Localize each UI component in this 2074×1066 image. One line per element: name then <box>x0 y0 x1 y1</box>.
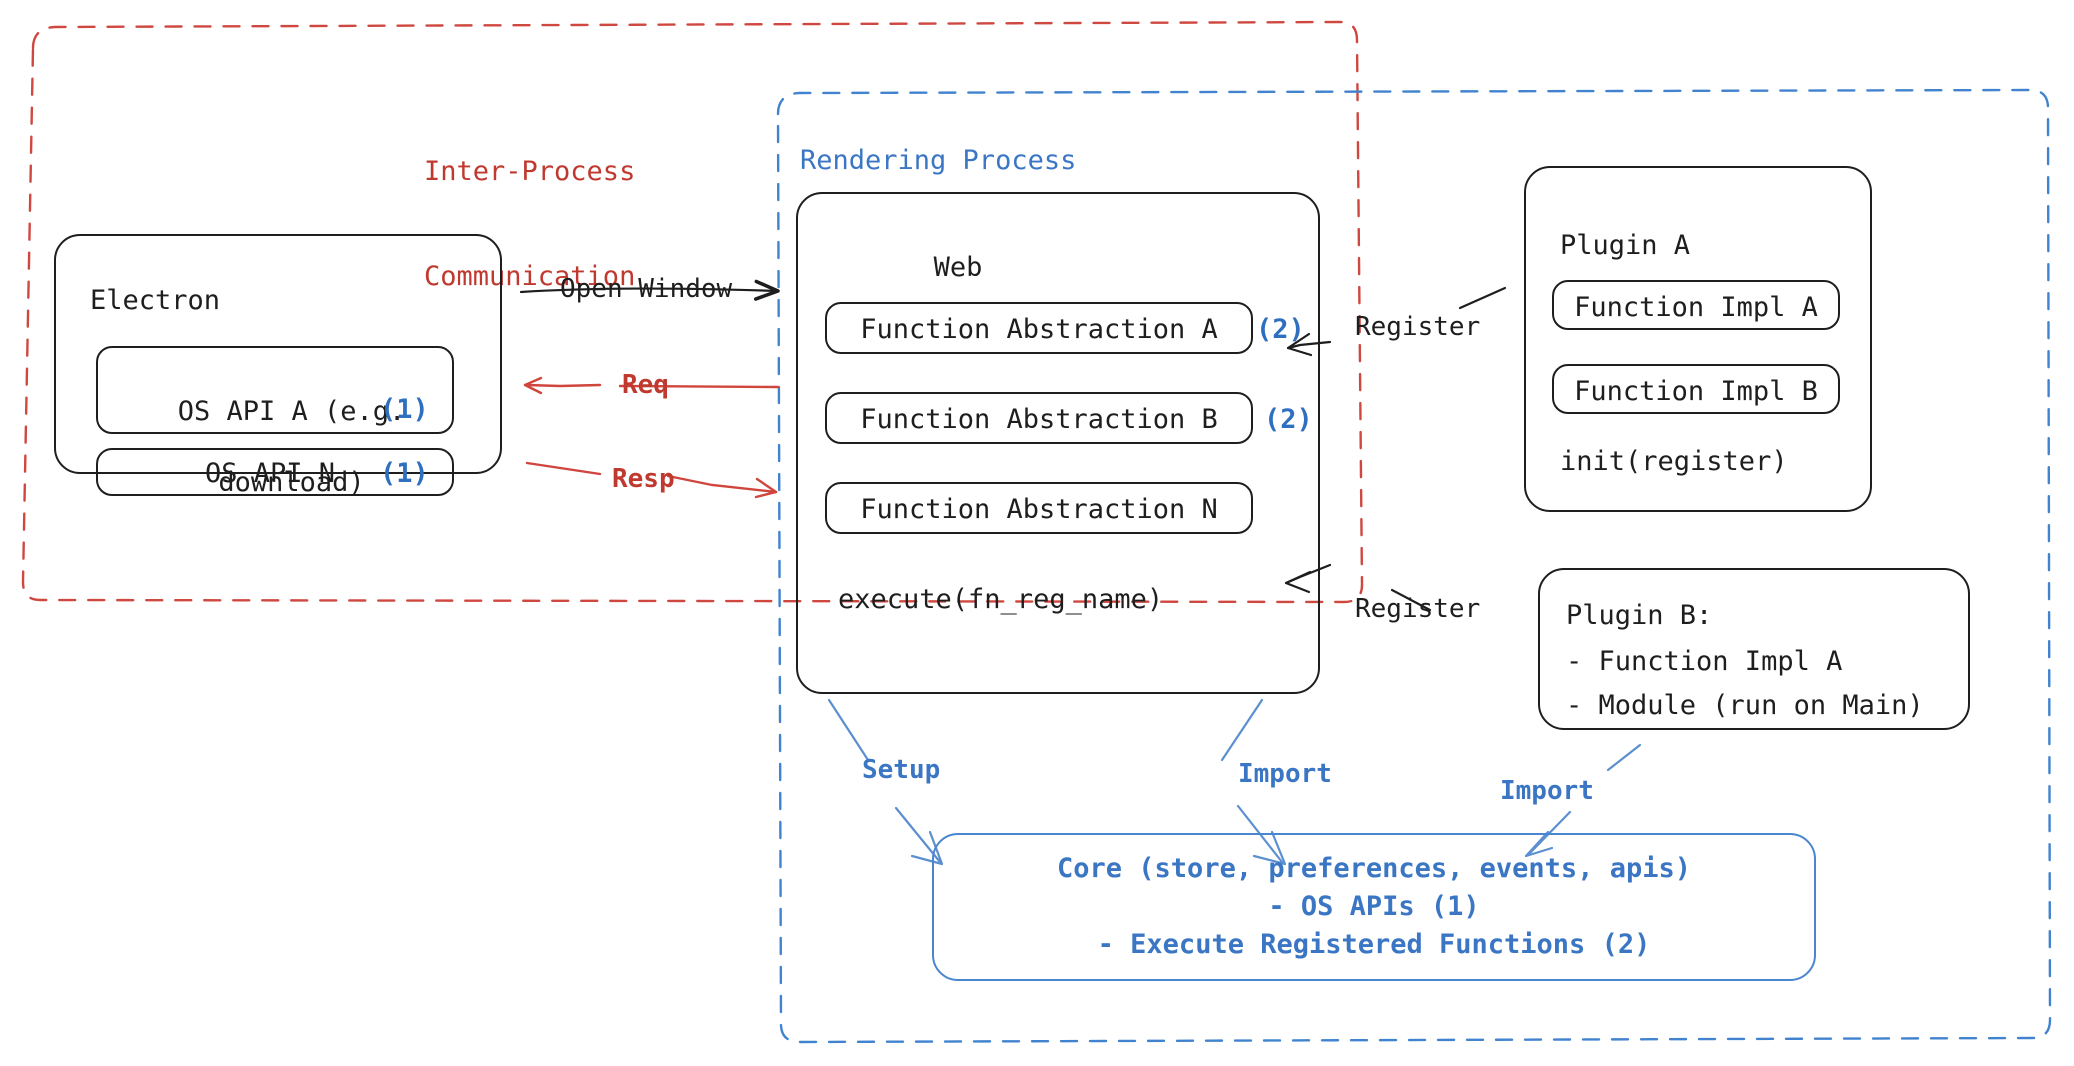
group-label-ipc-line2: Communication <box>424 261 636 293</box>
core-line-1: Core (store, preferences, events, apis) <box>1057 852 1691 884</box>
function-abstraction-a-marker: (2) <box>1256 314 1305 345</box>
web-title: Web <box>933 252 983 283</box>
function-impl-a-label: Function Impl A <box>1574 292 1818 323</box>
core-line-3: - Execute Registered Functions (2) <box>1097 929 1651 961</box>
edge-label-setup: Setup <box>862 755 941 785</box>
core-node[interactable]: Core (store, preferences, events, apis) … <box>932 833 1816 981</box>
function-abstraction-b-node[interactable] <box>825 392 1253 444</box>
os-api-a-node[interactable] <box>96 346 454 434</box>
edge-label-req: Req <box>622 370 669 400</box>
function-abstraction-n-node[interactable] <box>825 482 1253 534</box>
electron-title: Electron <box>90 285 221 316</box>
electron-node[interactable] <box>54 234 502 474</box>
plugin-b-title: Plugin B: <box>1566 600 1713 631</box>
plugin-b-item-0: - Function Impl A <box>1566 646 1843 677</box>
function-abstraction-b-label: Function Abstraction B <box>860 404 1218 435</box>
web-node[interactable] <box>796 192 1320 694</box>
plugin-a-node[interactable] <box>1524 166 1872 512</box>
os-api-a-line1: OS API A (e.g. <box>177 395 406 427</box>
core-line-2: - OS APIs (1) <box>1268 890 1480 922</box>
os-api-n-marker: (1) <box>380 458 429 489</box>
function-abstraction-a-node[interactable] <box>825 302 1253 354</box>
function-abstraction-n-label: Function Abstraction N <box>860 494 1218 525</box>
edge-label-register-b: Register <box>1355 594 1481 624</box>
edge-label-open-window: Open Window <box>560 274 733 304</box>
function-impl-b-node[interactable] <box>1552 364 1840 414</box>
plugin-b-node[interactable] <box>1538 568 1970 730</box>
os-api-n-label: OS API N <box>205 458 336 489</box>
edge-label-register-a: Register <box>1355 312 1481 342</box>
web-footer-label: execute(fn_reg_name) <box>838 584 1164 615</box>
os-api-a-line2: download) <box>218 466 365 498</box>
group-label-rendering: Rendering Process <box>800 145 1077 176</box>
core-text: Core (store, preferences, events, apis) … <box>1057 850 1691 965</box>
plugin-a-title: Plugin A <box>1560 230 1691 261</box>
function-abstraction-b-marker: (2) <box>1264 404 1313 435</box>
os-api-a-label: OS API A (e.g. download) <box>113 358 406 536</box>
plugin-b-item-1: - Module (run on Main) <box>1566 690 1924 721</box>
function-impl-a-node[interactable] <box>1552 280 1840 330</box>
group-label-ipc: Inter-Process Communication <box>424 84 635 365</box>
os-api-n-node[interactable] <box>96 448 454 496</box>
function-impl-b-label: Function Impl B <box>1574 376 1818 407</box>
plugin-a-footer-label: init(register) <box>1560 446 1788 477</box>
group-label-ipc-line1: Inter-Process <box>424 156 636 188</box>
os-api-a-marker: (1) <box>380 394 429 425</box>
edge-label-import-plugin-b: Import <box>1500 776 1594 806</box>
edge-label-resp: Resp <box>612 464 675 494</box>
function-abstraction-a-label: Function Abstraction A <box>860 314 1218 345</box>
edge-label-import-web: Import <box>1238 759 1332 789</box>
